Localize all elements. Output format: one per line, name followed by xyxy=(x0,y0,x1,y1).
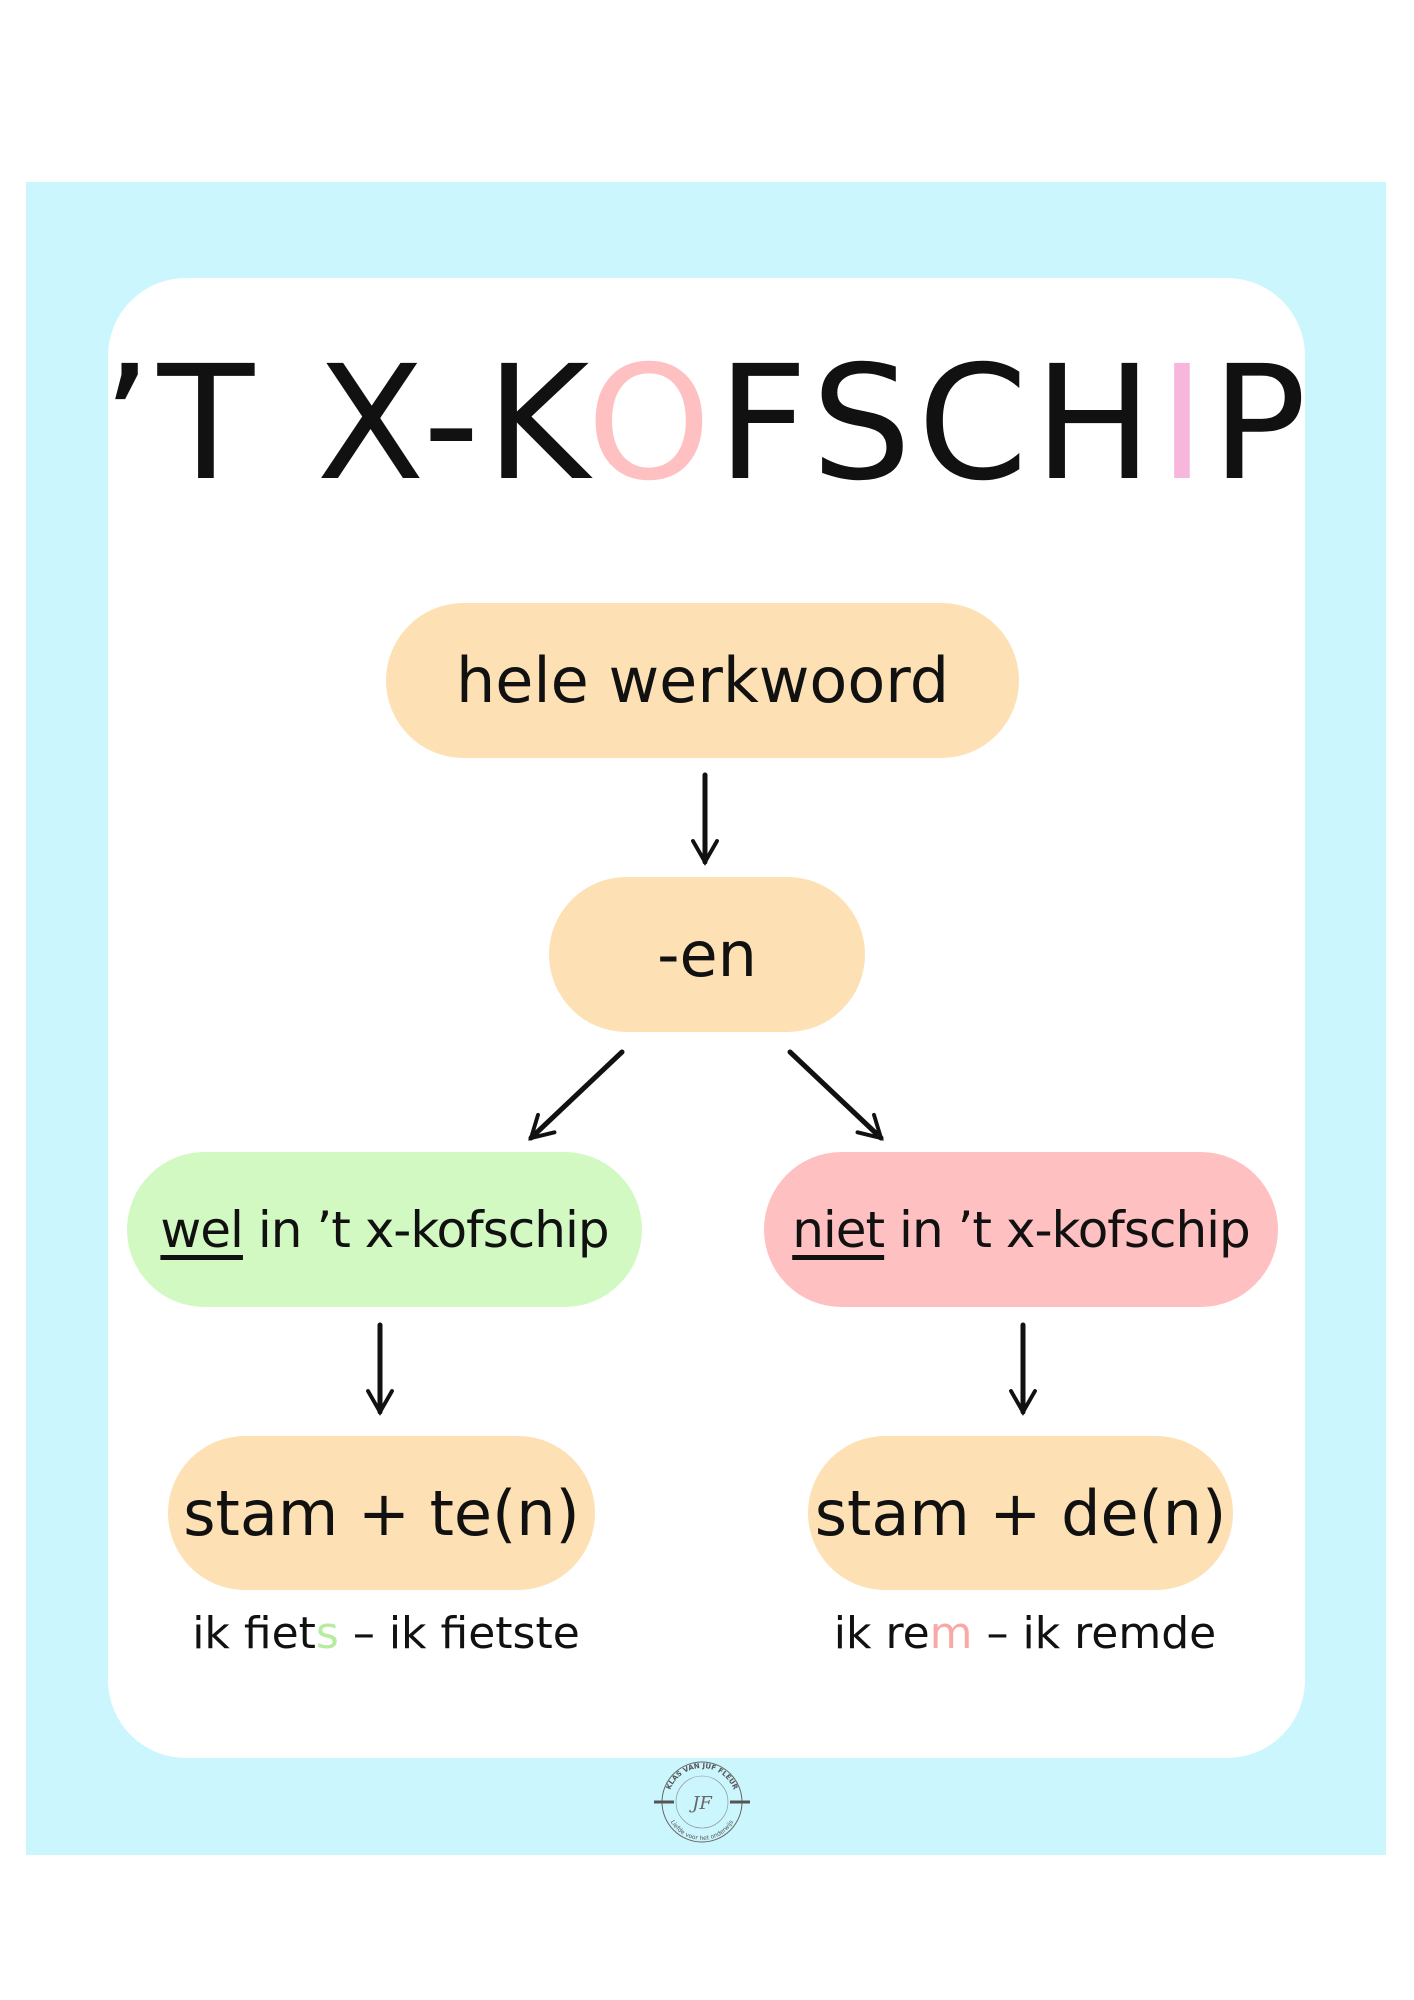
box-stam-te: stam + te(n) xyxy=(168,1436,595,1590)
example-highlight: m xyxy=(929,1608,973,1659)
box-label: stam + de(n) xyxy=(814,1476,1227,1550)
example-text: – ik fietste xyxy=(338,1608,580,1659)
box-label: in ’t x-kofschip xyxy=(242,1200,610,1259)
example-text: ik fiet xyxy=(192,1608,316,1659)
example-highlight: s xyxy=(315,1608,339,1659)
box-label: -en xyxy=(657,918,757,991)
box-label: in ’t x-kofschip xyxy=(884,1200,1251,1259)
page-title: ’T X-KOFSCHIP xyxy=(0,345,1414,503)
box-niet-in-kofschip: niet in ’t x-kofschip xyxy=(764,1152,1278,1307)
svg-text:Liefde voor het onderwijs: Liefde voor het onderwijs xyxy=(669,1819,735,1842)
logo-klas-van-juf-fleur: KLAS VAN JUF FLEUR Liefde voor het onder… xyxy=(654,1761,750,1843)
example-right: ik rem – ik remde xyxy=(765,1608,1285,1659)
title-part: FSCH xyxy=(717,332,1159,516)
svg-text:JF: JF xyxy=(688,1793,713,1814)
emphasis-niet: niet xyxy=(792,1200,885,1259)
arrow-down-left-icon xyxy=(528,1049,625,1141)
arrow-down-right-icon xyxy=(787,1049,884,1141)
box-stam-de: stam + de(n) xyxy=(808,1436,1233,1590)
box-en: -en xyxy=(549,877,865,1032)
title-part: P xyxy=(1211,332,1313,516)
emphasis-wel: wel xyxy=(160,1200,244,1259)
box-wel-in-kofschip: wel in ’t x-kofschip xyxy=(127,1152,642,1307)
title-highlight-o: O xyxy=(586,332,718,516)
svg-text:KLAS VAN JUF FLEUR: KLAS VAN JUF FLEUR xyxy=(665,1762,740,1791)
example-text: – ik remde xyxy=(972,1608,1217,1659)
example-text: ik re xyxy=(833,1608,930,1659)
title-part: ’T X-K xyxy=(101,332,587,516)
title-highlight-i: I xyxy=(1158,332,1212,516)
box-hele-werkwoord: hele werkwoord xyxy=(386,603,1019,758)
box-label: hele werkwoord xyxy=(455,644,950,717)
box-label: stam + te(n) xyxy=(183,1476,580,1550)
example-left: ik fiets – ik fietste xyxy=(126,1608,646,1659)
